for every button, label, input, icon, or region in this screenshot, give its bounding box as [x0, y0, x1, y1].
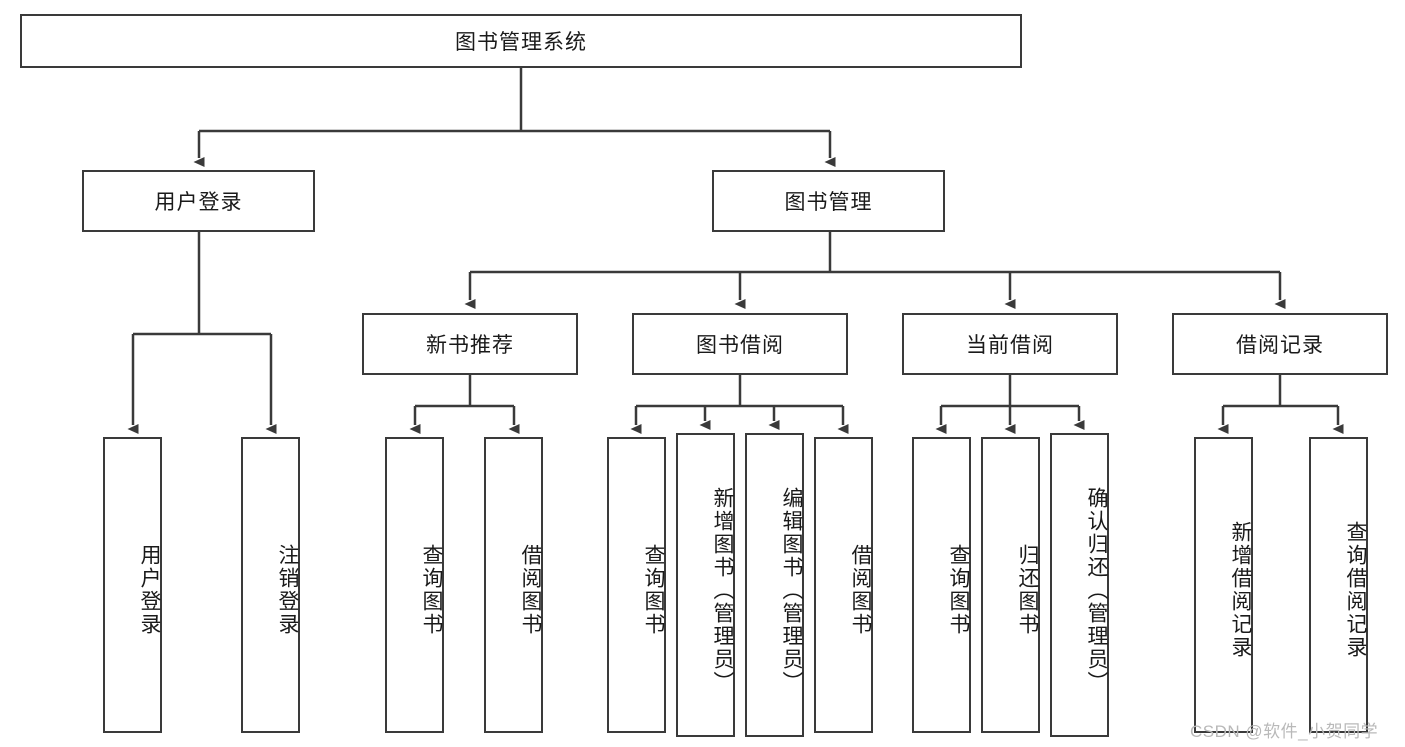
node-root-book-management-system[interactable]: 图书管理系统 [20, 14, 1022, 68]
node-label: 图书管理 [784, 191, 873, 214]
leaf-query-borrowing-record[interactable]: 查询借阅记录 [1309, 437, 1368, 733]
leaf-return-books[interactable]: 归还图书 [981, 437, 1040, 733]
leaf-borrow-books-borrowing[interactable]: 借阅图书 [814, 437, 873, 733]
node-current-borrowing[interactable]: 当前借阅 [902, 313, 1118, 375]
node-label: 查询图书 [420, 544, 443, 636]
node-label: 借阅图书 [849, 544, 872, 636]
node-user-login[interactable]: 用户登录 [82, 170, 315, 232]
node-label: 查询借阅记录 [1344, 521, 1367, 659]
node-label: 借阅记录 [1236, 334, 1324, 357]
node-label: 新增借阅记录 [1229, 521, 1252, 659]
node-book-borrowing[interactable]: 图书借阅 [632, 313, 848, 375]
leaf-user-login[interactable]: 用户登录 [103, 437, 162, 733]
node-label: 用户登录 [138, 544, 161, 636]
node-label: 图书管理系统 [455, 31, 587, 54]
node-label: 归还图书 [1016, 544, 1039, 636]
leaf-query-books-borrowing[interactable]: 查询图书 [607, 437, 666, 733]
watermark-text: CSDN @软件_小贺同学 [1190, 722, 1379, 741]
node-label: 用户登录 [154, 191, 243, 214]
node-label: 注销登录 [276, 544, 299, 636]
node-new-book-recommendation[interactable]: 新书推荐 [362, 313, 578, 375]
leaf-logout[interactable]: 注销登录 [241, 437, 300, 733]
node-label: 确认归还（管理员） [1085, 486, 1108, 694]
node-book-management[interactable]: 图书管理 [712, 170, 945, 232]
node-borrowing-records[interactable]: 借阅记录 [1172, 313, 1388, 375]
node-label: 新书推荐 [426, 334, 514, 357]
leaf-confirm-return-admin[interactable]: 确认归还（管理员） [1050, 433, 1109, 737]
leaf-borrow-books-recommendation[interactable]: 借阅图书 [484, 437, 543, 733]
node-label: 查询图书 [642, 544, 665, 636]
node-label: 当前借阅 [966, 334, 1054, 357]
node-label: 查询图书 [947, 544, 970, 636]
node-label: 编辑图书（管理员） [780, 486, 803, 694]
node-label: 新增图书（管理员） [711, 486, 734, 694]
leaf-add-borrowing-record[interactable]: 新增借阅记录 [1194, 437, 1253, 733]
leaf-edit-book-admin[interactable]: 编辑图书（管理员） [745, 433, 804, 737]
leaf-query-books-recommendation[interactable]: 查询图书 [385, 437, 444, 733]
node-label: 图书借阅 [696, 334, 784, 357]
leaf-query-books-current[interactable]: 查询图书 [912, 437, 971, 733]
node-label: 借阅图书 [519, 544, 542, 636]
leaf-add-book-admin[interactable]: 新增图书（管理员） [676, 433, 735, 737]
